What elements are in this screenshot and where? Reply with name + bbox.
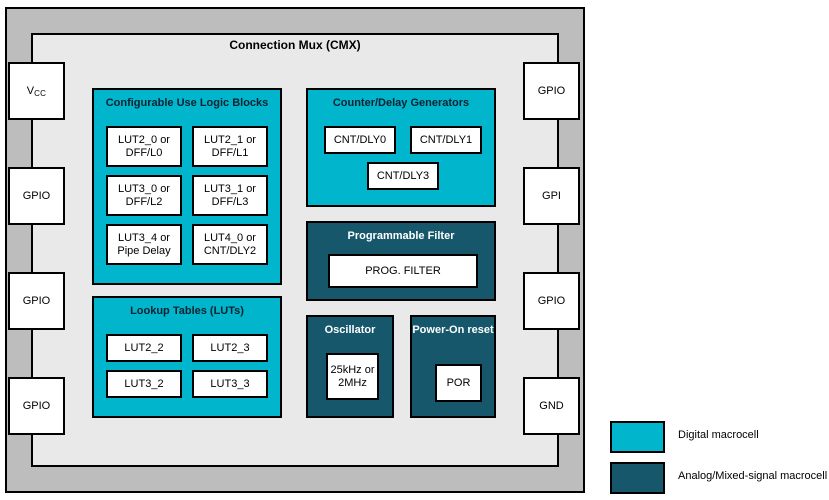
cell-oscillator-frequency[interactable]: 25kHz or 2MHz [326,353,379,400]
pin-gpio-left-3[interactable]: GPIO [8,377,65,435]
pin-vcc[interactable]: VCC [8,62,65,120]
group-title: Power-On reset [412,324,494,336]
pin-gnd-right-4[interactable]: GND [523,377,580,435]
cell-cnt-dly1[interactable]: CNT/DLY1 [410,126,482,154]
group-oscillator[interactable]: Oscillator 25kHz or 2MHz [306,315,394,418]
cell-lut3-1[interactable]: LUT3_1 or DFF/L3 [192,175,268,216]
legend-swatch-digital [610,421,665,453]
cell-lut2-1[interactable]: LUT2_1 or DFF/L1 [192,126,268,167]
group-programmable-filter[interactable]: Programmable Filter PROG. FILTER [306,221,496,301]
cell-por[interactable]: POR [435,364,482,402]
pin-gpi-right-2[interactable]: GPI [523,167,580,225]
cell-cnt-dly0[interactable]: CNT/DLY0 [324,126,396,154]
pin-label: VCC [26,85,47,98]
legend-label-analog: Analog/Mixed-signal macrocell [678,470,828,482]
group-power-on-reset[interactable]: Power-On reset POR [410,315,496,418]
legend-label-digital: Digital macrocell [678,429,759,441]
group-title: Configurable Use Logic Blocks [105,97,269,109]
pin-gpio-left-1[interactable]: GPIO [8,167,65,225]
pin-gpio-right-3[interactable]: GPIO [523,272,580,330]
cell-lut4-0[interactable]: LUT4_0 or CNT/DLY2 [192,224,268,265]
cell-lut3-4[interactable]: LUT3_4 or Pipe Delay [106,224,182,265]
cell-prog-filter[interactable]: PROG. FILTER [328,254,478,288]
group-configurable-logic-blocks[interactable]: Configurable Use Logic Blocks LUT2_0 or … [92,88,282,285]
group-title: Programmable Filter [347,230,455,242]
pin-gpio-left-2[interactable]: GPIO [8,272,65,330]
legend-swatch-analog [610,462,665,494]
group-title: Counter/Delay Generators [332,97,470,109]
cell-cnt-dly3[interactable]: CNT/DLY3 [367,162,439,190]
pin-gpio-right-1[interactable]: GPIO [523,62,580,120]
cell-lut2-0[interactable]: LUT2_0 or DFF/L0 [106,126,182,167]
cell-lut3-3[interactable]: LUT3_3 [192,370,268,398]
group-counter-delay-generators[interactable]: Counter/Delay Generators CNT/DLY0 CNT/DL… [306,88,496,207]
group-title: Oscillator [324,324,376,336]
group-title: Lookup Tables (LUTs) [130,305,244,317]
cell-lut3-0[interactable]: LUT3_0 or DFF/L2 [106,175,182,216]
group-lookup-tables[interactable]: Lookup Tables (LUTs) LUT2_2 LUT2_3 LUT3_… [92,296,282,418]
cell-lut2-2[interactable]: LUT2_2 [106,334,182,362]
connection-mux-title: Connection Mux (CMX) [229,38,361,52]
cell-lut3-2[interactable]: LUT3_2 [106,370,182,398]
cell-lut2-3[interactable]: LUT2_3 [192,334,268,362]
